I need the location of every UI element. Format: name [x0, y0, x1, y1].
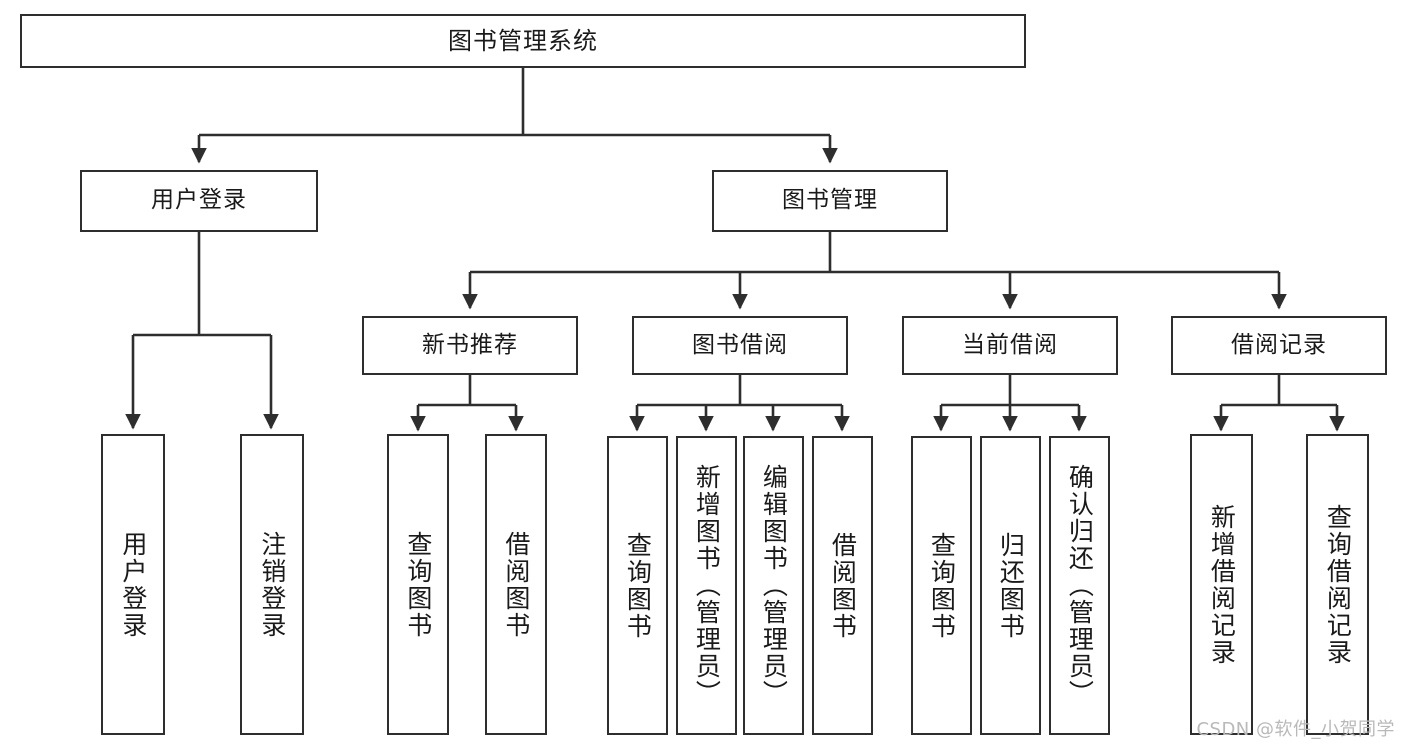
- node-leaf-query-record-label: 查询借阅记录: [1323, 503, 1353, 666]
- node-leaf-query-book-3[interactable]: 查询图书: [911, 436, 972, 735]
- node-leaf-add-book[interactable]: 新增图书（管理员）: [676, 436, 737, 735]
- node-leaf-user-login[interactable]: 用户登录: [101, 434, 165, 735]
- node-user-login-label: 用户登录: [151, 187, 247, 214]
- node-leaf-user-login-label: 用户登录: [118, 530, 148, 639]
- node-root[interactable]: 图书管理系统: [20, 14, 1026, 68]
- node-book-manage[interactable]: 图书管理: [712, 170, 948, 232]
- node-leaf-logout-label: 注销登录: [257, 530, 287, 639]
- node-leaf-query-book-1-label: 查询图书: [403, 530, 433, 639]
- node-leaf-add-record-label: 新增借阅记录: [1207, 503, 1237, 666]
- node-leaf-confirm-return-label: 确认归还（管理员）: [1065, 464, 1095, 707]
- node-leaf-query-book-2-label: 查询图书: [623, 531, 653, 640]
- node-leaf-query-book-1[interactable]: 查询图书: [387, 434, 449, 735]
- node-leaf-edit-book-label: 编辑图书（管理员）: [759, 464, 789, 707]
- node-borrow-record-label: 借阅记录: [1231, 331, 1327, 358]
- node-leaf-edit-book[interactable]: 编辑图书（管理员）: [743, 436, 804, 735]
- csdn-watermark: CSDN @软件_小贺同学: [1196, 719, 1395, 740]
- node-leaf-borrow-book-2[interactable]: 借阅图书: [812, 436, 873, 735]
- node-leaf-query-book-2[interactable]: 查询图书: [607, 436, 668, 735]
- node-book-borrow[interactable]: 图书借阅: [632, 316, 848, 375]
- node-new-book-rec[interactable]: 新书推荐: [362, 316, 578, 375]
- node-leaf-borrow-book-2-label: 借阅图书: [828, 531, 858, 640]
- node-user-login[interactable]: 用户登录: [80, 170, 318, 232]
- node-current-borrow-label: 当前借阅: [962, 331, 1058, 358]
- node-leaf-query-book-3-label: 查询图书: [927, 531, 957, 640]
- node-book-borrow-label: 图书借阅: [692, 331, 788, 358]
- node-leaf-add-book-label: 新增图书（管理员）: [692, 464, 722, 707]
- node-leaf-borrow-book-1[interactable]: 借阅图书: [485, 434, 547, 735]
- node-leaf-return-book[interactable]: 归还图书: [980, 436, 1041, 735]
- node-root-label: 图书管理系统: [448, 26, 598, 55]
- node-leaf-query-record[interactable]: 查询借阅记录: [1306, 434, 1369, 735]
- node-borrow-record[interactable]: 借阅记录: [1171, 316, 1387, 375]
- node-leaf-add-record[interactable]: 新增借阅记录: [1190, 434, 1253, 735]
- node-leaf-borrow-book-1-label: 借阅图书: [501, 530, 531, 639]
- node-leaf-return-book-label: 归还图书: [996, 531, 1026, 640]
- node-leaf-logout[interactable]: 注销登录: [240, 434, 304, 735]
- node-new-book-rec-label: 新书推荐: [422, 331, 518, 358]
- node-leaf-confirm-return[interactable]: 确认归还（管理员）: [1049, 436, 1110, 735]
- node-book-manage-label: 图书管理: [782, 187, 878, 214]
- node-current-borrow[interactable]: 当前借阅: [902, 316, 1118, 375]
